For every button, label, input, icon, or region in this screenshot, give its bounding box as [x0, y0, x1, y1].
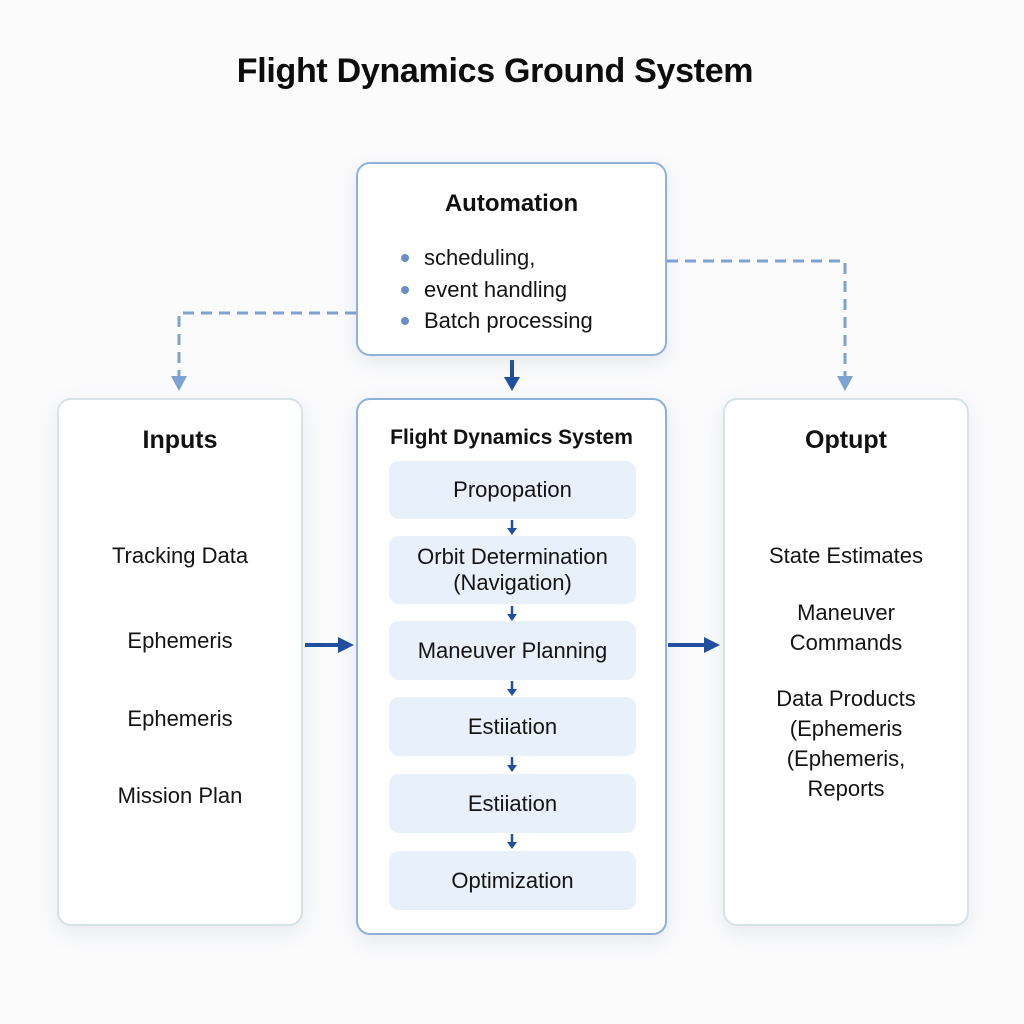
bullet-icon — [401, 285, 409, 294]
step-propagation: Propopation — [389, 461, 636, 519]
step-arrow-down-icon — [507, 681, 517, 696]
step-arrow-down-icon — [507, 606, 517, 621]
automation-title: Automation — [444, 190, 579, 217]
step-arrow-down-icon — [507, 757, 517, 772]
automation-item-label: Batch processing — [424, 308, 593, 333]
dashed-connector-automation-to-output — [667, 259, 847, 378]
step-estimation: Estiiation — [389, 697, 636, 756]
automation-item: Batch processing — [400, 305, 593, 337]
input-item: Tracking Data — [111, 543, 249, 568]
step-estimation: Estiiation — [389, 774, 636, 833]
step-label: Estiiation — [467, 790, 558, 816]
automation-list: scheduling, event handling Batch process… — [400, 242, 593, 337]
step-optimization: Optimization — [389, 851, 636, 910]
bullet-icon — [401, 317, 409, 325]
step-maneuver-planning: Maneuver Planning — [389, 621, 636, 680]
output-item: Maneuver Commands — [789, 600, 903, 655]
step-arrow-down-icon — [507, 834, 517, 849]
step-label: Optimization — [451, 867, 574, 893]
step-label: Estiiation — [467, 713, 558, 739]
input-item: Mission Plan — [117, 783, 243, 808]
arrowhead-to-inputs-icon — [171, 376, 187, 391]
bullet-icon — [401, 254, 409, 262]
input-item: Ephemeris — [127, 706, 233, 731]
output-box: Optupt State Estimates Maneuver Commands… — [723, 398, 969, 926]
dashed-connector-automation-to-inputs — [177, 311, 356, 378]
step-orbit-determination: Orbit Determination (Navigation) — [389, 536, 636, 604]
output-item: Data Products (Ephemeris (Ephemeris, Rep… — [776, 686, 916, 801]
step-label: Orbit Determination (Navigation) — [417, 544, 608, 595]
step-arrow-down-icon — [507, 520, 517, 535]
inputs-box: Inputs Tracking Data Ephemeris Ephemeris… — [57, 398, 303, 926]
input-item: Ephemeris — [127, 628, 233, 653]
inputs-title: Inputs — [142, 426, 218, 454]
step-label: Propopation — [453, 477, 572, 502]
step-label: Maneuver Planning — [417, 637, 608, 663]
diagram-title: Flight Dynamics Ground System — [236, 52, 754, 90]
arrowhead-system-to-output-icon — [704, 637, 720, 653]
output-title: Optupt — [805, 426, 887, 454]
arrowhead-inputs-to-system-icon — [338, 637, 354, 653]
automation-item-label: scheduling, — [424, 245, 536, 270]
automation-item-label: event handling — [424, 276, 568, 302]
automation-item: scheduling, — [400, 242, 593, 274]
arrowhead-to-system-icon — [504, 377, 520, 391]
system-title: Flight Dynamics System — [390, 426, 633, 449]
arrowhead-to-output-icon — [837, 376, 853, 391]
automation-box: Automation scheduling, event handling Ba… — [356, 162, 667, 356]
output-item: State Estimates — [768, 543, 924, 568]
automation-item: event handling — [400, 274, 593, 306]
flight-dynamics-system-box: Flight Dynamics System Propopation Orbit… — [356, 398, 667, 935]
